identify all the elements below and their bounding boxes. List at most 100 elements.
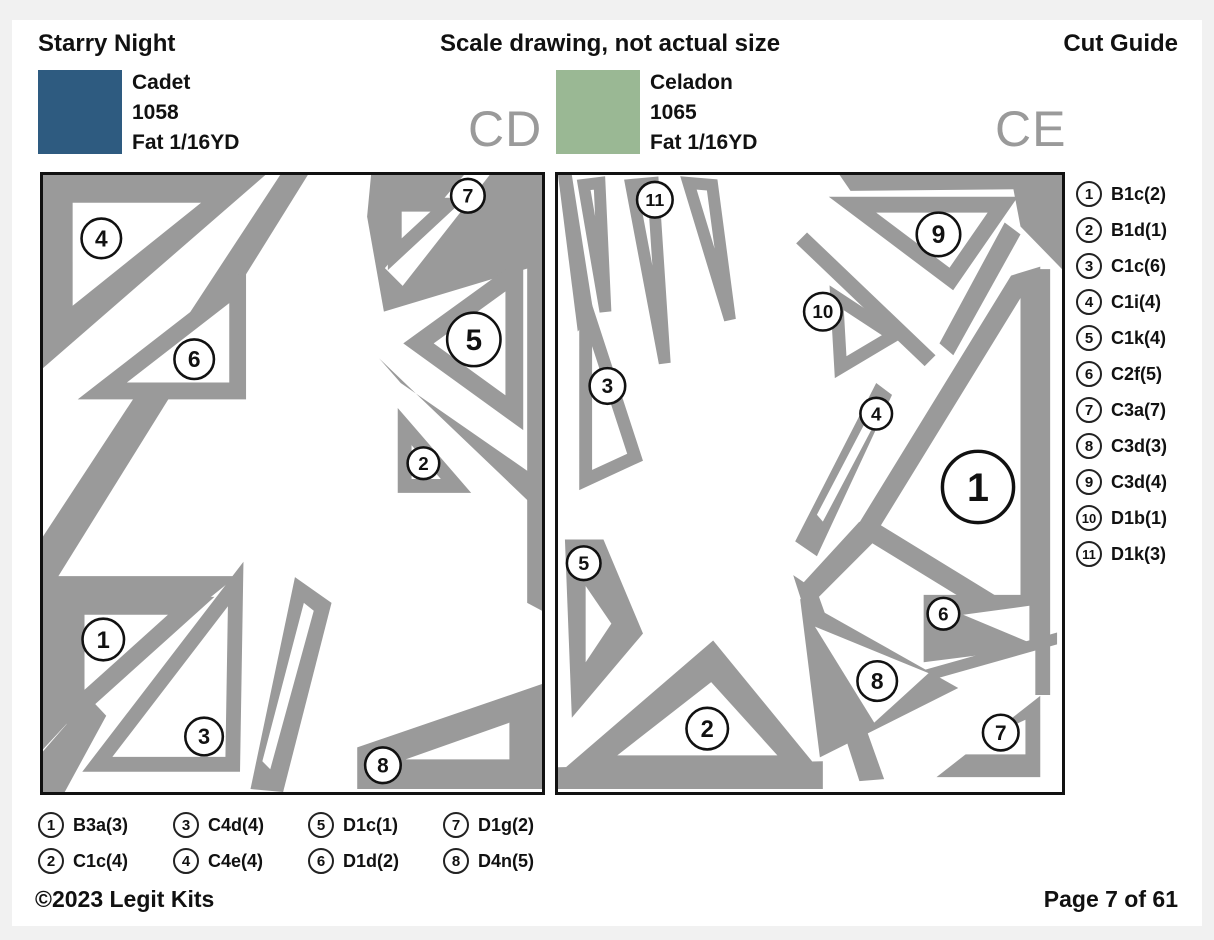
piece-marker-2: 2	[685, 706, 730, 751]
legend-item: 2 C1c(4)	[38, 848, 173, 874]
svg-text:8: 8	[377, 755, 389, 778]
scale-note: Scale drawing, not actual size	[439, 30, 781, 57]
legend-piece-label: D1k(3)	[1111, 543, 1167, 564]
cd-cut-panel: 4 7 5 6 2 1 3 8	[40, 172, 545, 795]
svg-text:5: 5	[466, 324, 482, 357]
legend-item: 1 B3a(3)	[38, 812, 173, 838]
piece-marker-9: 9	[915, 211, 962, 258]
legend-piece-number: 5	[1076, 325, 1102, 351]
piece-marker-6: 6	[173, 338, 216, 381]
legend-item: 3 C1c(6)	[1076, 253, 1167, 279]
legend-item: 4 C4e(4)	[173, 848, 308, 874]
fabric-name: Celadon	[650, 71, 733, 94]
legend-item: 9 C3d(4)	[1076, 469, 1167, 495]
legend-item: 6 D1d(2)	[308, 848, 443, 874]
legend-piece-label: D1d(2)	[343, 850, 400, 871]
piece-marker-1: 1	[940, 449, 1016, 525]
legend-piece-label: C1i(4)	[1111, 291, 1162, 312]
piece-marker-1: 1	[81, 617, 126, 662]
legend-piece-label: D1c(1)	[343, 814, 399, 835]
piece-marker-6: 6	[926, 596, 961, 631]
legend-piece-label: C4e(4)	[208, 850, 264, 871]
legend-piece-label: C1c(6)	[1111, 255, 1167, 276]
fabric-name: Cadet	[132, 71, 191, 94]
legend-piece-number: 1	[1076, 181, 1102, 207]
piece-marker-4: 4	[859, 396, 894, 431]
legend-item: 5 D1c(1)	[308, 812, 443, 838]
legend-piece-number: 7	[1076, 397, 1102, 423]
legend-piece-number: 2	[38, 848, 64, 874]
legend-piece-label: C1c(4)	[73, 850, 129, 871]
legend-piece-number: 4	[173, 848, 199, 874]
legend-column: 3 C4d(4) 4 C4e(4)	[173, 812, 308, 874]
legend-piece-label: D1b(1)	[1111, 507, 1168, 528]
legend-piece-number: 4	[1076, 289, 1102, 315]
svg-text:2: 2	[701, 717, 714, 743]
svg-text:5: 5	[578, 553, 589, 575]
legend-piece-number: 1	[38, 812, 64, 838]
panel-code-ce: CE	[995, 101, 1067, 157]
fabric-number: 1058	[132, 101, 179, 124]
fabric-info-cadet: Cadet 1058 Fat 1/16YD	[132, 68, 239, 158]
piece-marker-10: 10	[802, 291, 843, 332]
cd-panel-drawing: 4 7 5 6 2 1 3 8	[43, 175, 542, 792]
piece-marker-8: 8	[363, 746, 402, 785]
legend-piece-label: B1c(2)	[1111, 183, 1167, 204]
cd-piece-legend: 1 B3a(3) 2 C1c(4) 3 C4d(4) 4 C4e(4) 5 D1c(1) 6 D1d(…	[38, 812, 578, 874]
svg-text:10: 10	[812, 301, 833, 322]
fabric-number: 1065	[650, 101, 697, 124]
legend-piece-number: 6	[308, 848, 334, 874]
piece-marker-4: 4	[80, 217, 123, 260]
cut-guide-title: Cut Guide	[1063, 30, 1178, 57]
svg-text:4: 4	[871, 403, 882, 424]
piece-marker-5: 5	[565, 545, 602, 582]
legend-piece-label: B3a(3)	[73, 814, 129, 835]
svg-text:11: 11	[645, 190, 664, 210]
legend-item: 10 D1b(1)	[1076, 505, 1167, 531]
svg-text:3: 3	[198, 724, 210, 749]
legend-piece-number: 2	[1076, 217, 1102, 243]
svg-text:4: 4	[95, 225, 108, 251]
legend-column: 5 D1c(1) 6 D1d(2)	[308, 812, 443, 874]
legend-piece-label: C4d(4)	[208, 814, 265, 835]
legend-piece-number: 3	[173, 812, 199, 838]
page-indicator: Page 7 of 61	[1043, 886, 1178, 912]
legend-piece-label: C1k(4)	[1111, 327, 1167, 348]
legend-piece-label: D4n(5)	[478, 850, 535, 871]
legend-piece-number: 5	[308, 812, 334, 838]
svg-text:7: 7	[995, 722, 1007, 745]
cd-fabric-piece-outlines	[43, 175, 542, 792]
piece-marker-3: 3	[184, 716, 225, 757]
legend-piece-label: C3d(4)	[1111, 471, 1168, 492]
piece-marker-7: 7	[449, 177, 486, 214]
legend-item: 1 B1c(2)	[1076, 181, 1167, 207]
legend-piece-number: 10	[1076, 505, 1102, 531]
legend-piece-number: 3	[1076, 253, 1102, 279]
svg-text:9: 9	[932, 222, 946, 249]
legend-piece-number: 9	[1076, 469, 1102, 495]
fabric-cut: Fat 1/16YD	[650, 131, 758, 154]
legend-item: 4 C1i(4)	[1076, 289, 1167, 315]
fabric-swatch-cadet	[38, 70, 122, 154]
svg-text:1: 1	[97, 628, 110, 654]
legend-item: 3 C4d(4)	[173, 812, 308, 838]
piece-marker-5: 5	[445, 311, 502, 368]
piece-marker-2: 2	[406, 446, 441, 481]
panel-code-cd: CD	[468, 101, 543, 157]
svg-text:7: 7	[462, 186, 473, 208]
legend-piece-label: B1d(1)	[1111, 219, 1168, 240]
piece-marker-3: 3	[588, 366, 627, 406]
svg-text:6: 6	[938, 603, 948, 624]
svg-text:6: 6	[188, 346, 201, 372]
legend-column: 1 B3a(3) 2 C1c(4)	[38, 812, 173, 874]
legend-item: 2 B1d(1)	[1076, 217, 1167, 243]
svg-text:1: 1	[967, 466, 989, 510]
legend-piece-number: 8	[443, 848, 469, 874]
